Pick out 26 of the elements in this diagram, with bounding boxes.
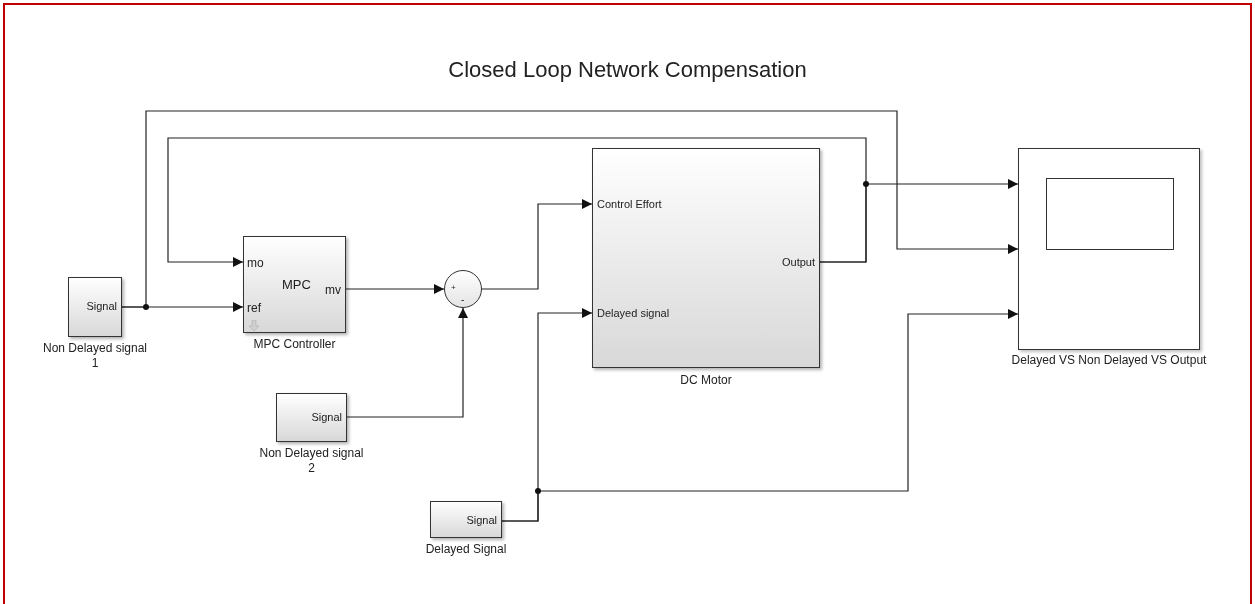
signal-line bbox=[501, 309, 1019, 522]
sign-label: + bbox=[451, 284, 456, 292]
diagram-title: Closed Loop Network Compensation bbox=[447, 59, 808, 81]
block-label: Non Delayed signal 2 bbox=[258, 446, 365, 476]
block-label: DC Motor bbox=[680, 374, 732, 386]
port-label: Signal bbox=[311, 412, 342, 423]
port-label: Delayed signal bbox=[597, 308, 670, 319]
block-label: MPC Controller bbox=[253, 338, 336, 350]
port-label: Signal bbox=[86, 301, 117, 312]
block-label: Non Delayed signal 1 bbox=[41, 341, 149, 371]
signal-line bbox=[345, 284, 445, 294]
block-label: Delayed VS Non Delayed VS Output bbox=[1011, 354, 1207, 366]
port-label: Signal bbox=[466, 515, 497, 526]
port-label: mo bbox=[247, 257, 264, 269]
signal-line bbox=[167, 137, 867, 267]
signal-line bbox=[819, 179, 1019, 263]
block-title: MPC bbox=[282, 278, 311, 291]
port-label: mv bbox=[325, 284, 341, 296]
sign-label: - bbox=[461, 295, 465, 305]
port-label: Output bbox=[781, 257, 815, 268]
block-label: Delayed Signal bbox=[425, 543, 507, 555]
signal-line bbox=[121, 110, 1019, 308]
port-label: Control Effort bbox=[597, 199, 662, 210]
signal-line bbox=[481, 199, 593, 290]
signal-line bbox=[346, 307, 468, 418]
port-label: ref bbox=[247, 302, 261, 314]
